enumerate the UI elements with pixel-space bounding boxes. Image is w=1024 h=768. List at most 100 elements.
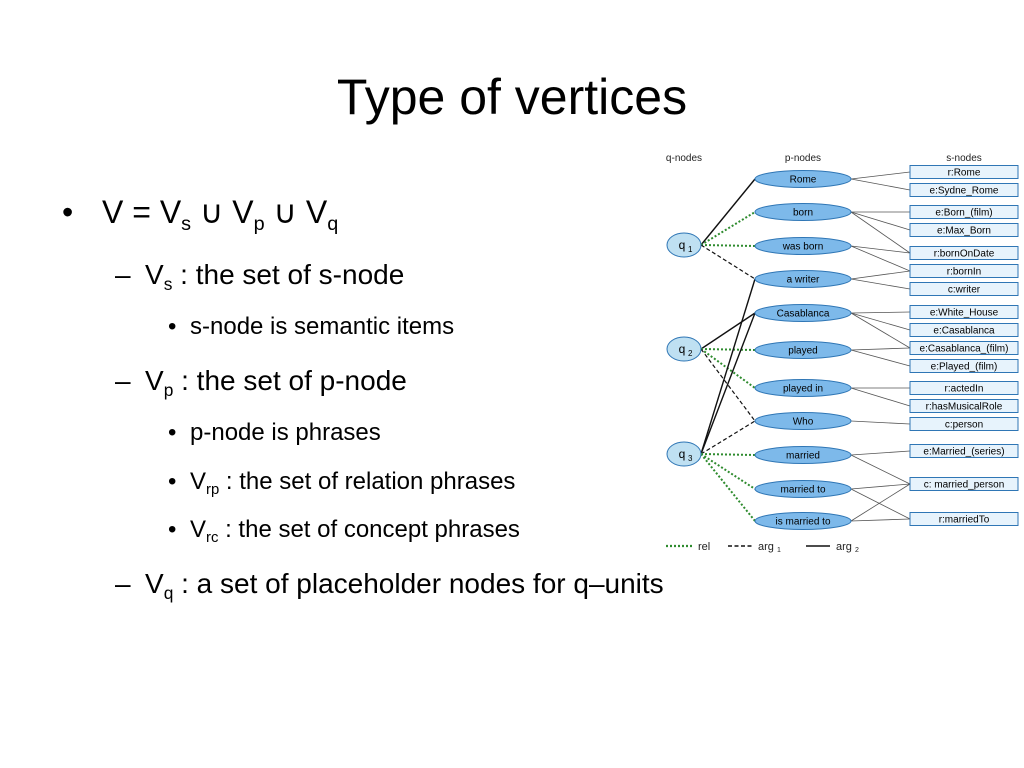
s-node-c-writer: [909, 282, 1019, 296]
slide-title: Type of vertices: [336, 69, 688, 125]
link-rome-r-rome: [850, 171, 911, 180]
bullet-text: V: [145, 568, 164, 599]
s-node-label-e-sydne-rome: e:Sydne_Rome: [930, 186, 999, 197]
p-node-a-writer: [754, 270, 852, 288]
edge-q3-casablanca-arg2: [700, 312, 756, 455]
bullet-mark: •: [168, 516, 177, 543]
p-node-label-casablanca: Casablanca: [777, 309, 830, 320]
p-node-was-born: [754, 237, 852, 255]
edge-q2-who-arg1: [700, 348, 756, 422]
q3-label: q: [679, 447, 686, 461]
link-born-e-max-born: [850, 211, 911, 231]
bullet-vrp: •Vrp : the set of relation phrases: [168, 465, 515, 499]
link-born-r-bornondate: [850, 211, 911, 254]
link-who-c-person: [850, 420, 911, 425]
bullet-s-node-desc: •s-node is semantic items: [168, 310, 454, 344]
link-casablanca-e-casablanca-film: [850, 312, 911, 349]
s-node-label-c-married-person: c: married_person: [924, 480, 1005, 491]
s-node-label-c-person: c:person: [945, 420, 983, 431]
s-node-r-marriedto: [909, 512, 1019, 526]
s-node-r-bornondate: [909, 246, 1019, 260]
q1-subscript: 1: [688, 245, 693, 254]
s-node-label-r-bornin: r:bornIn: [947, 267, 981, 278]
legend-arg1-subscript: 1: [777, 547, 781, 554]
q3-node: [666, 441, 702, 467]
s-node-c-person: [909, 417, 1019, 431]
p-node-played: [754, 341, 852, 359]
edge-q3-who-arg1: [700, 420, 756, 455]
s-nodes-header: s-nodes: [946, 153, 982, 164]
bullet-vs: –Vs : the set of s-node: [115, 255, 404, 295]
link-is-married-to-r-marriedto: [850, 518, 911, 522]
p-node-label-was-born: was born: [782, 242, 824, 253]
link-is-married-to-c-married-person: [850, 483, 911, 522]
edge-q2-played-rel: [700, 348, 756, 351]
edge-q1-was-born-rel: [700, 244, 756, 247]
edge-q3-a-writer-arg2: [700, 278, 756, 455]
s-node-label-e-max-born: e:Max_Born: [937, 226, 991, 237]
s-node-label-r-bornondate: r:bornOnDate: [934, 249, 995, 260]
p-node-rome: [754, 170, 852, 188]
s-node-e-casablanca-film: [909, 341, 1019, 355]
bullet-text: s-node is semantic items: [190, 313, 455, 340]
link-married-e-married-series: [850, 450, 911, 456]
p-node-label-born: born: [793, 208, 813, 219]
p-node-label-who: Who: [793, 417, 814, 428]
link-casablanca-e-casablanca: [850, 312, 911, 331]
s-node-c-married-person: [909, 477, 1019, 491]
q3-subscript: 3: [688, 454, 693, 463]
p-node-played-in: [754, 379, 852, 397]
subscript: p: [163, 380, 174, 401]
p-node-label-played-in: played in: [783, 384, 823, 395]
s-node-e-casablanca: [909, 323, 1019, 337]
s-node-e-max-born: [909, 223, 1019, 237]
p-node-who: [754, 412, 852, 430]
bullet-list: •V = Vs ∪ Vp ∪ Vq –Vs : the set of s-nod…: [62, 190, 664, 602]
p-node-label-played: played: [788, 346, 817, 357]
bullet-text: : the set of relation phrases: [219, 468, 516, 495]
p-node-born: [754, 203, 852, 221]
bullet-vertex-set: •V = Vs ∪ Vp ∪ Vq: [62, 190, 338, 234]
s-node-label-e-played-film: e:Played_(film): [931, 362, 998, 373]
formula-text: ∪ V: [264, 194, 328, 230]
bullet-mark: •: [62, 194, 74, 230]
s-node-label-e-born-film: e:Born_(film): [935, 208, 992, 219]
formula-text: V = V: [102, 194, 182, 230]
subscript: rp: [206, 482, 220, 499]
s-node-label-e-casablanca-film: e:Casablanca_(film): [920, 344, 1009, 355]
p-node-label-a-writer: a writer: [787, 275, 820, 286]
q1-node: [666, 232, 702, 258]
bullet-text: V: [190, 468, 207, 495]
edge-q1-rome-arg2: [700, 178, 756, 246]
bullet-vq: –Vq : a set of placeholder nodes for q–u…: [115, 564, 664, 604]
legend-arg1-label: arg: [758, 541, 774, 553]
link-a-writer-c-writer: [850, 278, 911, 290]
link-was-born-r-bornondate: [850, 245, 911, 254]
q2-subscript: 2: [688, 349, 693, 358]
p-node-label-married: married: [786, 451, 820, 462]
s-node-r-actedin: [909, 381, 1019, 395]
subscript: s: [181, 212, 192, 235]
s-node-e-married-series: [909, 444, 1019, 458]
p-node-label-married-to: married to: [780, 485, 825, 496]
link-rome-e-sydne-rome: [850, 178, 911, 191]
formula-text: ∪ V: [191, 194, 254, 230]
edge-q3-married-to-rel: [700, 453, 756, 490]
s-node-e-played-film: [909, 359, 1019, 373]
s-node-label-e-white-house: e:White_House: [930, 308, 999, 319]
edge-q2-casablanca-arg2: [700, 312, 756, 350]
bullet-p-node-desc: •p-node is phrases: [168, 416, 381, 450]
s-node-label-r-actedin: r:actedIn: [945, 384, 984, 395]
subscript: rc: [206, 530, 219, 547]
p-node-label-rome: Rome: [790, 175, 817, 186]
bullet-text: : the set of s-node: [172, 259, 405, 290]
s-node-label-e-casablanca: e:Casablanca: [933, 326, 995, 337]
s-node-r-hasmusicalrole: [909, 399, 1019, 413]
bullet-text: p-node is phrases: [190, 419, 381, 446]
edge-q3-married-rel: [700, 453, 756, 456]
link-casablanca-e-white-house: [850, 311, 911, 314]
s-node-e-sydne-rome: [909, 183, 1019, 197]
q1-label: q: [679, 238, 686, 252]
p-node-label-is-married-to: is married to: [775, 517, 830, 528]
